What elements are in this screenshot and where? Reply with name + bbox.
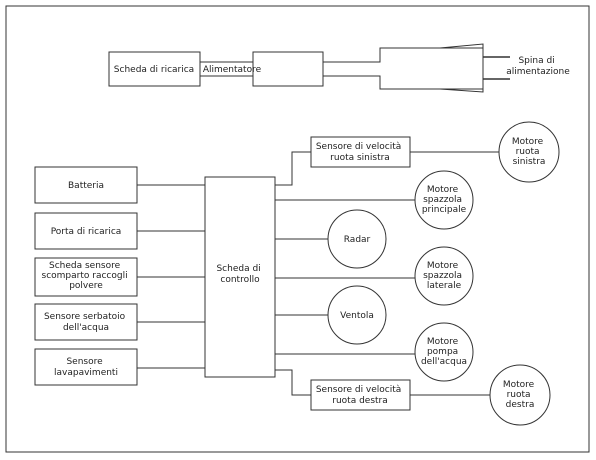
outputs-column: Sensore di velocità ruota sinistra Motor… <box>275 121 560 426</box>
radar-label: Radar <box>344 235 371 245</box>
dust-bin-sensor-box <box>34 257 138 297</box>
main-brush-circle <box>414 170 474 230</box>
water-tank-sensor-label: Sensore serbatoio dell'acqua <box>44 312 128 333</box>
inputs-column: Batteria Porta di ricarica Scheda sensor… <box>34 166 205 386</box>
power-supply-box <box>252 51 324 87</box>
speed-sensor-left-line <box>275 151 311 186</box>
motor-left-wheel-circle <box>498 121 560 183</box>
mop-sensor-label: Sensore lavapavimenti <box>54 357 118 378</box>
speed-sensor-left-label: Sensore di velocità ruota sinistra <box>316 142 404 163</box>
battery-label: Batteria <box>68 181 104 191</box>
motor-left-wheel-label: Motore ruota sinistra <box>512 137 546 167</box>
charging-port-box <box>34 212 138 250</box>
dust-bin-sensor-label: Scheda sensore scomparto raccogli polver… <box>42 261 131 291</box>
radar-circle <box>327 209 387 269</box>
charging-board-label: Scheda di ricarica <box>114 65 194 75</box>
power-section: Scheda di ricarica Alimentatore Spina di… <box>108 43 570 93</box>
control-board-label: Scheda di controllo <box>216 264 263 285</box>
battery-box <box>34 166 138 204</box>
motor-right-wheel-circle <box>489 364 551 426</box>
speed-sensor-left-box <box>310 136 411 168</box>
main-brush-label: Motore spazzola principale <box>422 185 467 215</box>
fan-label: Ventola <box>340 311 374 321</box>
fan-circle <box>327 285 387 345</box>
side-brush-label: Motore spazzola laterale <box>423 261 465 291</box>
plug-label: Spina di alimentazione <box>506 56 570 77</box>
speed-sensor-right-line <box>275 369 311 396</box>
speed-sensor-right-label: Sensore di velocità ruota destra <box>316 385 404 406</box>
plug-icon <box>439 43 484 93</box>
water-pump-circle <box>414 322 474 382</box>
plug-cord <box>360 47 484 90</box>
mop-sensor-box <box>34 348 138 386</box>
control-board-box <box>204 176 276 378</box>
motor-right-wheel-label: Motore ruota destra <box>503 380 537 410</box>
diagram-frame <box>5 5 590 453</box>
charging-board-box <box>108 51 201 87</box>
water-tank-sensor-box <box>34 303 138 341</box>
water-pump-label: Motore pompa dell'acqua <box>421 337 467 367</box>
side-brush-circle <box>414 246 474 306</box>
charging-port-label: Porta di ricarica <box>51 227 122 237</box>
power-supply-label: Alimentatore <box>203 65 262 75</box>
